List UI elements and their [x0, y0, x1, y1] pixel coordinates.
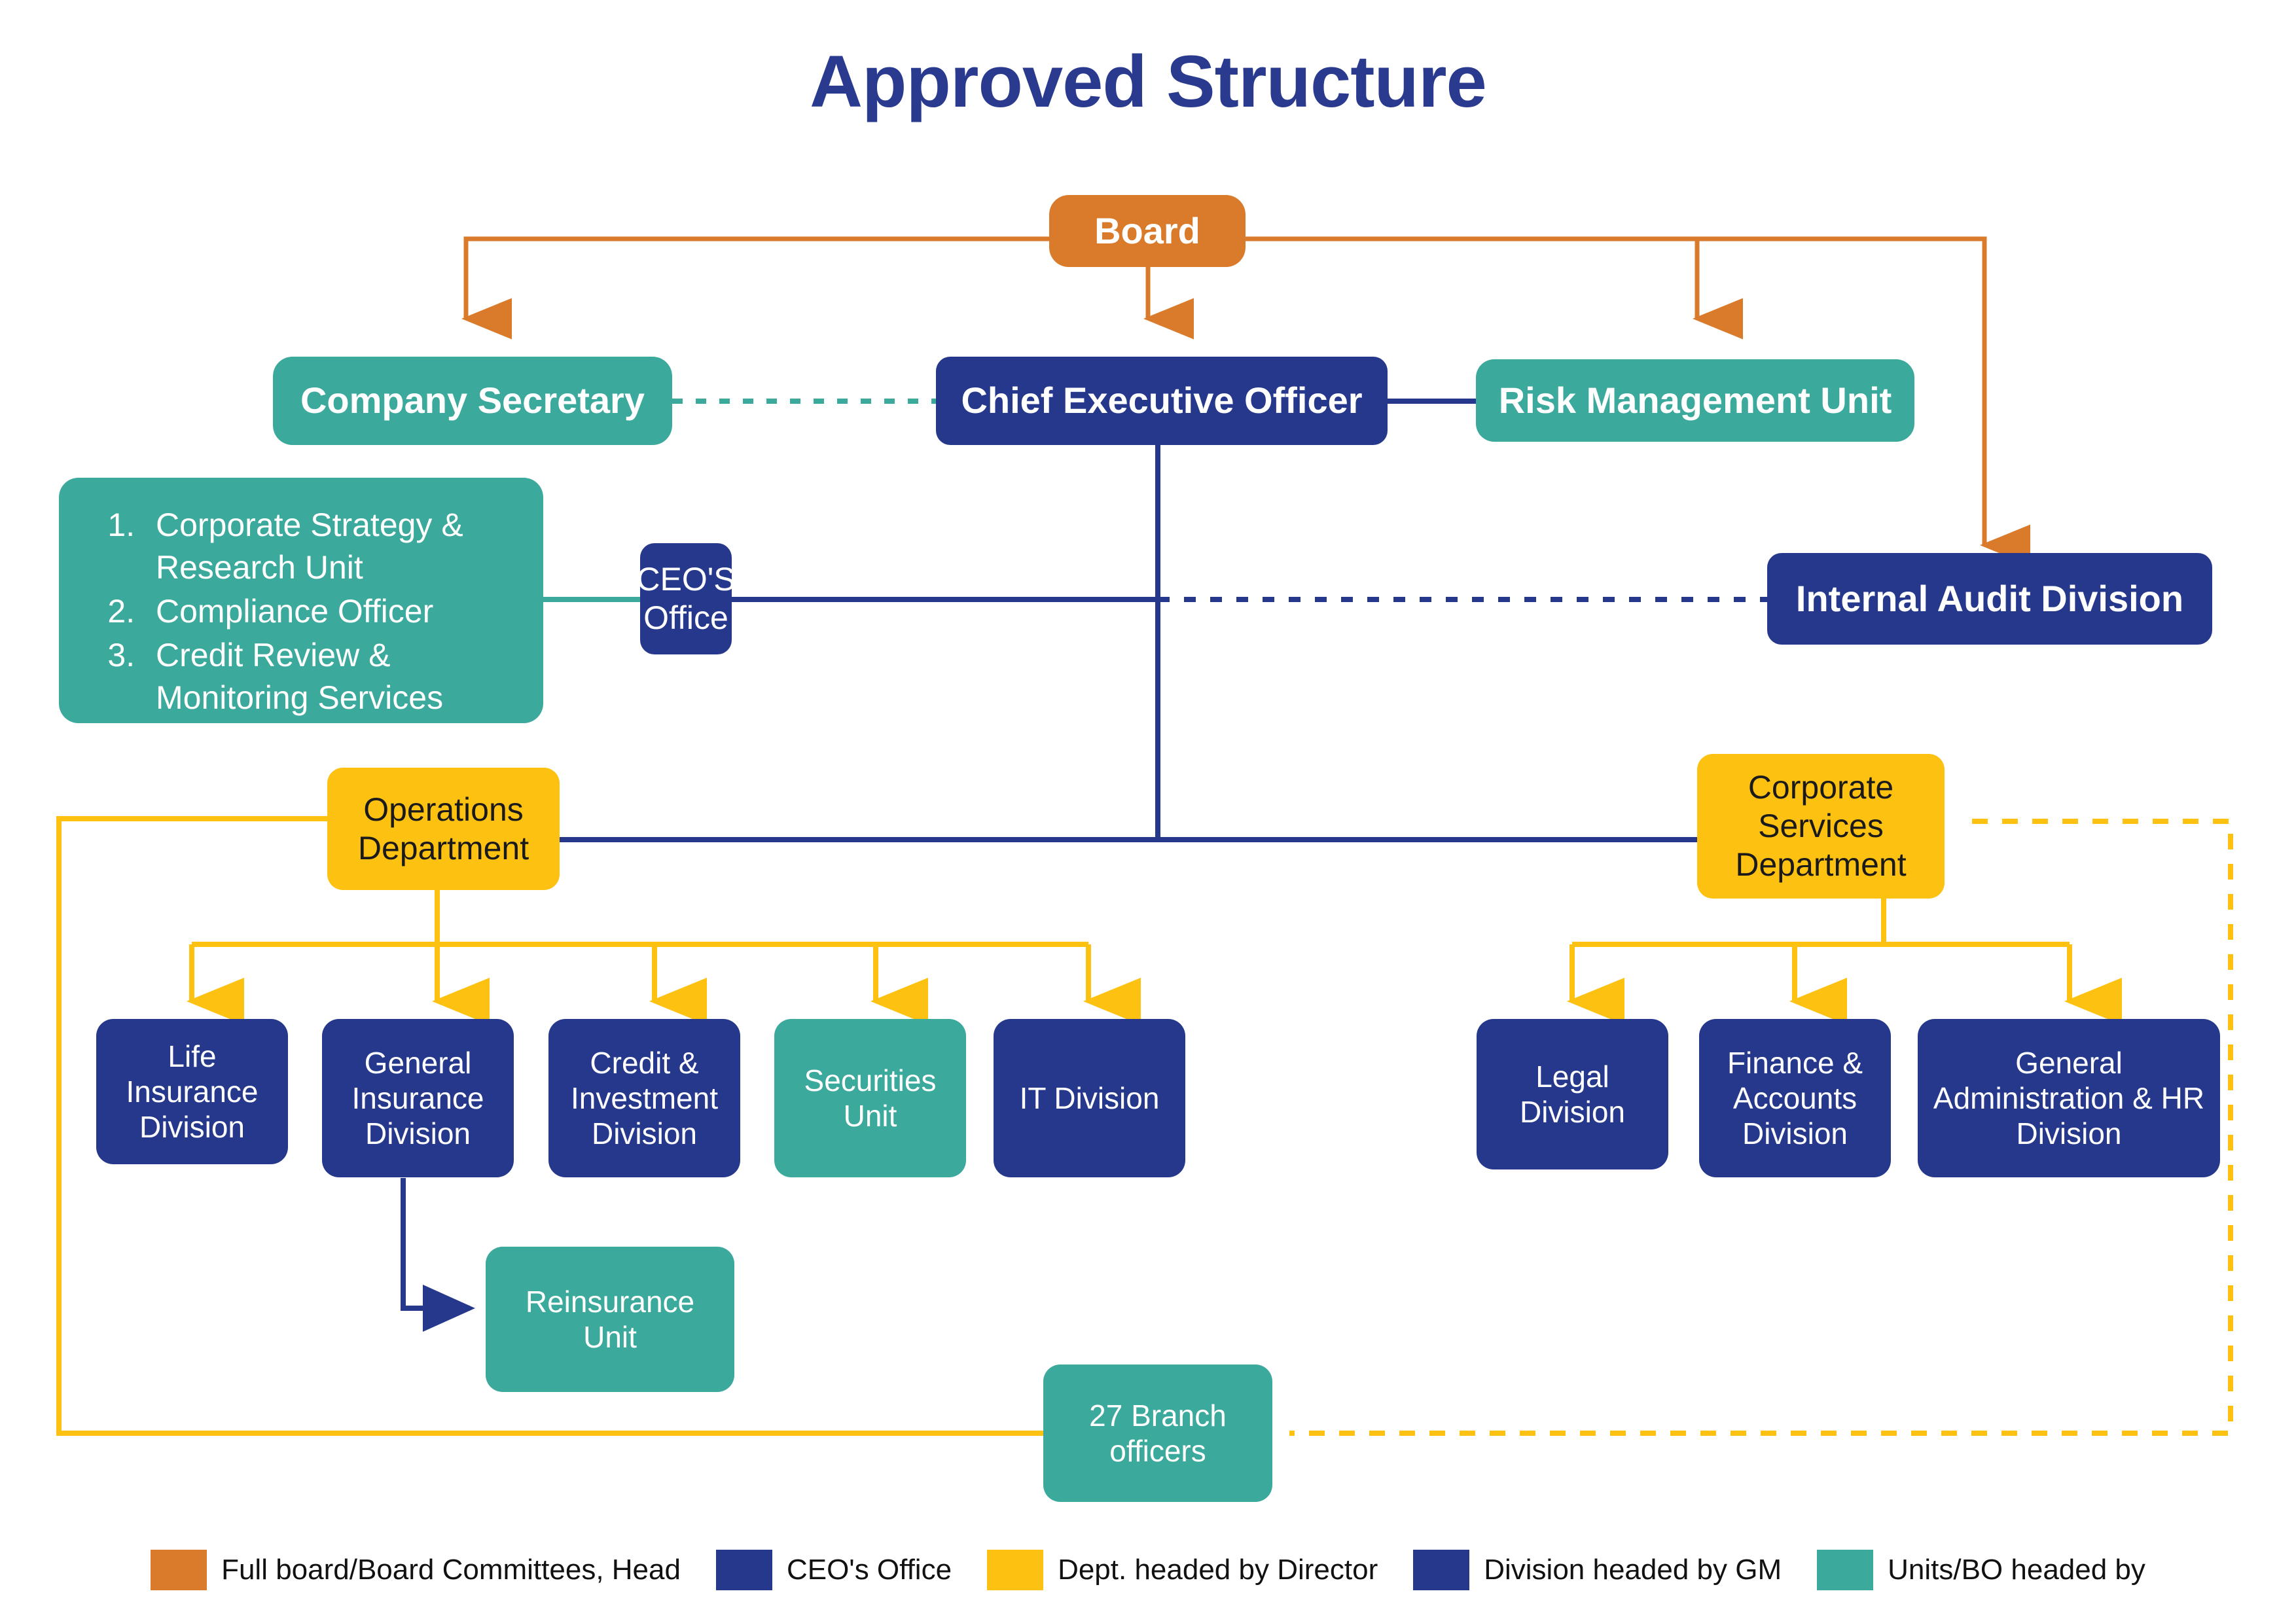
list-item: Corporate Strategy & Research Unit [144, 504, 514, 589]
ceo-units-list-card: Corporate Strategy & Research Unit Compl… [59, 478, 543, 723]
node-chief-executive-officer[interactable]: Chief Executive Officer [936, 357, 1388, 445]
legend-swatch-ceos-office [715, 1550, 772, 1590]
node-company-secretary[interactable]: Company Secretary [273, 357, 672, 445]
legend-label: Units/BO headed by [1888, 1554, 2145, 1586]
node-general-insurance-division[interactable]: General Insurance Division [322, 1019, 514, 1177]
node-legal-division[interactable]: Legal Division [1477, 1019, 1668, 1169]
ceo-units-list: Corporate Strategy & Research Unit Compl… [93, 504, 514, 719]
node-credit-investment-division[interactable]: Credit & Investment Division [548, 1019, 740, 1177]
legend-label: CEO's Office [786, 1554, 952, 1586]
legend-item: Units/BO headed by [1817, 1550, 2145, 1590]
node-operations-department[interactable]: Operations Department [327, 768, 560, 890]
branch-officers-connectors [56, 816, 2233, 1436]
node-corporate-services-department[interactable]: Corporate Services Department [1697, 754, 1945, 899]
legend: Full board/Board Committees, Head CEO's … [0, 1550, 2296, 1590]
node-risk-management-unit[interactable]: Risk Management Unit [1476, 359, 1914, 442]
legend-item: CEO's Office [715, 1550, 952, 1590]
node-general-administration-hr-division[interactable]: General Administration & HR Division [1918, 1019, 2220, 1177]
reinsurance-connector [401, 1178, 475, 1332]
node-securities-unit[interactable]: Securities Unit [774, 1019, 966, 1177]
legend-swatch-full-board [151, 1550, 207, 1590]
legend-swatch-division-gm [1413, 1550, 1470, 1590]
legend-item: Division headed by GM [1413, 1550, 1782, 1590]
node-reinsurance-unit[interactable]: Reinsurance Unit [486, 1247, 734, 1392]
board-connectors [461, 236, 2030, 566]
legend-label: Full board/Board Committees, Head [221, 1554, 681, 1586]
legend-item: Dept. headed by Director [987, 1550, 1378, 1590]
ceo-connectors [542, 399, 1767, 840]
node-life-insurance-division[interactable]: Life Insurance Division [96, 1019, 288, 1164]
legend-swatch-dept-director [987, 1550, 1044, 1590]
operations-children-connectors [187, 890, 1141, 1025]
node-ceos-office[interactable]: CEO'S Office [636, 543, 736, 654]
page-title: Approved Structure [810, 41, 1487, 122]
node-finance-accounts-division[interactable]: Finance & Accounts Division [1699, 1019, 1891, 1177]
legend-item: Full board/Board Committees, Head [151, 1550, 681, 1590]
legend-label: Division headed by GM [1484, 1554, 1782, 1586]
node-branch-officers[interactable]: 27 Branch officers [1043, 1364, 1272, 1502]
list-item: Compliance Officer [144, 590, 514, 633]
corporate-children-connectors [1567, 899, 2122, 1025]
node-it-division[interactable]: IT Division [994, 1019, 1185, 1177]
node-internal-audit-division[interactable]: Internal Audit Division [1767, 553, 2212, 645]
list-item: Credit Review & Monitoring Services [144, 634, 514, 719]
node-board[interactable]: Board [1049, 195, 1246, 267]
legend-label: Dept. headed by Director [1058, 1554, 1378, 1586]
legend-swatch-units-bo [1817, 1550, 1874, 1590]
